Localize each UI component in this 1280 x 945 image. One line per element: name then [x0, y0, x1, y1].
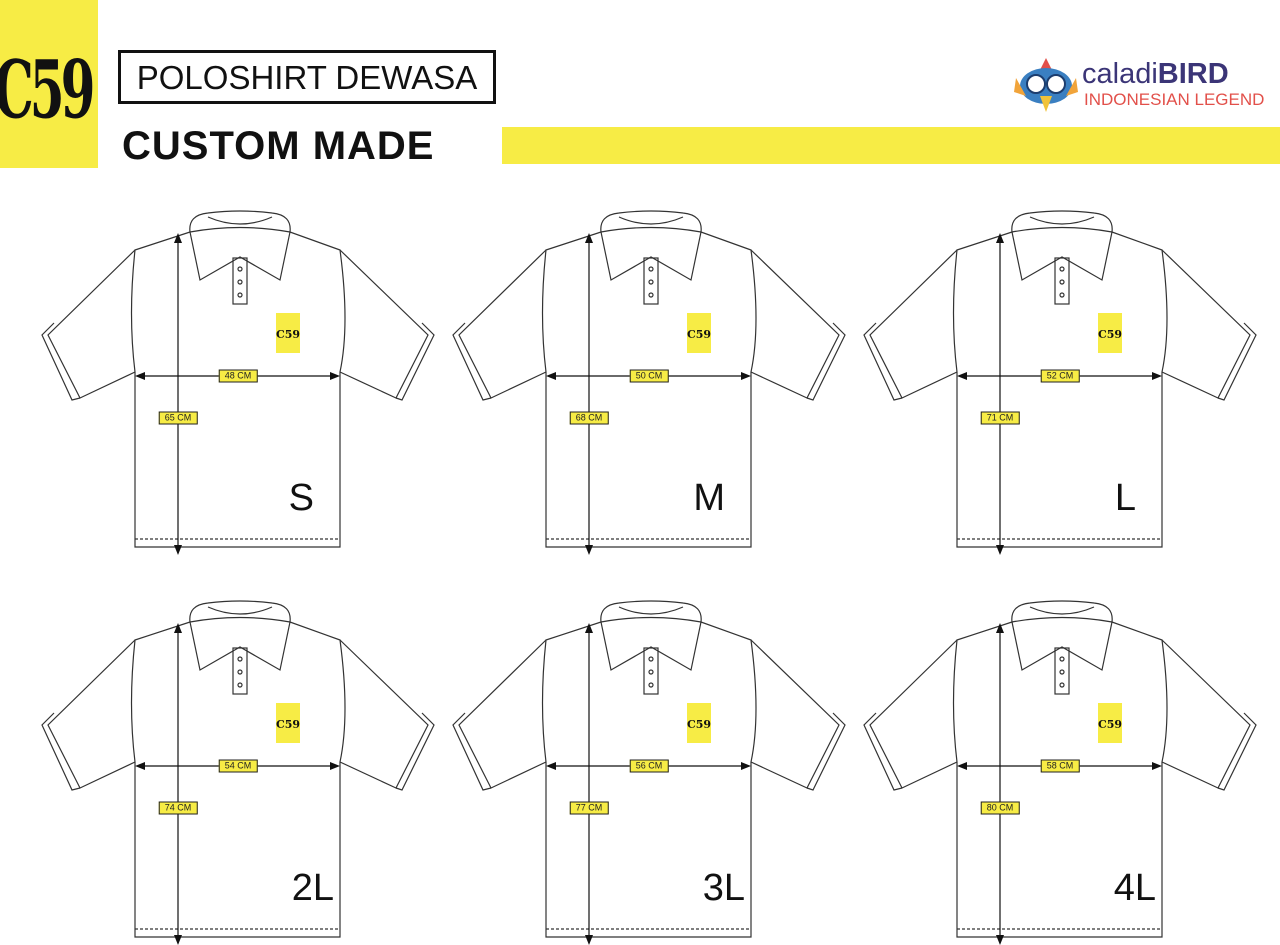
size-label: M	[693, 477, 725, 519]
size-card-m: C59 50 CM 68 CM M	[451, 205, 851, 555]
size-card-4l: C59 58 CM 80 CM 4L	[862, 595, 1262, 945]
c59-chest-badge	[1098, 703, 1122, 743]
svg-text:C59: C59	[276, 718, 300, 731]
chest-width-label: 58 CM	[1040, 759, 1080, 773]
size-card-2l: C59 54 CM 74 CM 2L	[40, 595, 440, 945]
chest-width-label: 56 CM	[629, 759, 669, 773]
size-label: 3L	[702, 867, 745, 909]
polo-shirt-diagram: C59	[863, 600, 1257, 945]
size-card-s: C59 48 CM 65 CM S	[40, 205, 440, 555]
svg-text:C59: C59	[1098, 718, 1122, 731]
body-length-label: 68 CM	[569, 411, 609, 425]
polo-shirt-diagram: C59	[452, 210, 846, 555]
page-title: POLOSHIRT DEWASA	[118, 50, 496, 104]
size-card-3l: C59 56 CM 77 CM 3L	[451, 595, 851, 945]
svg-text:C59: C59	[1098, 328, 1122, 341]
body-length-label: 74 CM	[158, 801, 198, 815]
c59-chest-badge	[276, 703, 300, 743]
c59-chest-badge	[687, 703, 711, 743]
polo-shirt-diagram: C59	[863, 210, 1257, 555]
chest-width-label: 50 CM	[629, 369, 669, 383]
partner-name-bold: BIRD	[1157, 58, 1229, 90]
c59-chest-badge	[687, 313, 711, 353]
size-label: 4L	[1113, 867, 1156, 909]
chest-width-label: 54 CM	[218, 759, 258, 773]
svg-text:C59: C59	[687, 718, 711, 731]
size-label: 2L	[291, 867, 334, 909]
chest-width-label: 52 CM	[1040, 369, 1080, 383]
caladibird-logo: caladiBIRD INDONESIAN LEGEND	[1012, 56, 1272, 116]
c59-chest-badge	[276, 313, 300, 353]
size-label: L	[1114, 477, 1136, 519]
polo-shirt-diagram: C59	[452, 600, 846, 945]
partner-tagline: INDONESIAN LEGEND	[1084, 90, 1265, 109]
chest-width-label: 48 CM	[218, 369, 258, 383]
page-subtitle: CUSTOM MADE	[122, 124, 435, 168]
body-length-label: 80 CM	[980, 801, 1020, 815]
body-length-label: 65 CM	[158, 411, 198, 425]
body-length-label: 71 CM	[980, 411, 1020, 425]
bird-mascot-icon	[1014, 58, 1078, 112]
polo-shirt-diagram: C59	[41, 600, 435, 945]
c59-brand-logo: C59	[0, 0, 98, 168]
size-card-l: C59 52 CM 71 CM L	[862, 205, 1262, 555]
svg-text:C59: C59	[687, 328, 711, 341]
c59-chest-badge	[1098, 313, 1122, 353]
body-length-label: 77 CM	[569, 801, 609, 815]
yellow-accent-bar	[502, 127, 1280, 164]
size-label: S	[288, 477, 314, 519]
polo-shirt-diagram: C59	[41, 210, 435, 555]
svg-text:C59: C59	[276, 328, 300, 341]
brand-logo-text: C59	[0, 42, 95, 137]
partner-name-light: caladi	[1082, 58, 1158, 90]
